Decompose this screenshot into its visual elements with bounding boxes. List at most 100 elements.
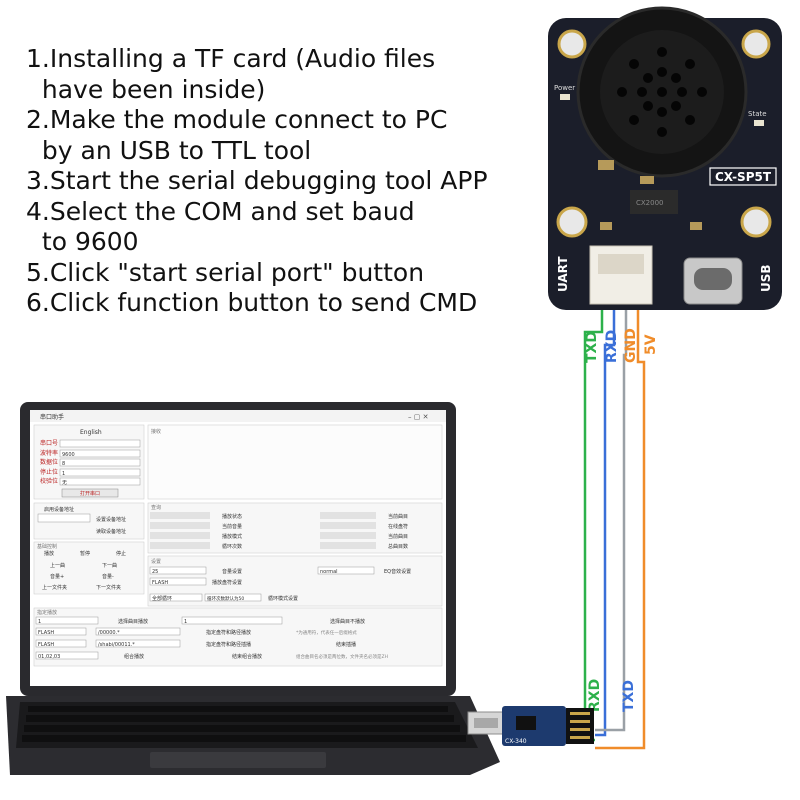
specified-value: 1 bbox=[184, 619, 187, 625]
loop-mode-set-button[interactable]: 循环模式设置 bbox=[268, 595, 298, 602]
power-label: Power bbox=[554, 84, 575, 92]
instruction-list: 1.Installing a TF card (Audio files have… bbox=[26, 44, 546, 319]
instruction-line: have been inside) bbox=[26, 74, 266, 104]
select-track-noplay-button[interactable]: 选择曲目不播放 bbox=[330, 618, 365, 625]
specified-value: 1 bbox=[38, 619, 41, 625]
field-value: 1 bbox=[62, 471, 65, 477]
mounting-hole bbox=[741, 29, 771, 59]
instruction-line: 6.Click function button to send CMD bbox=[26, 288, 478, 317]
field-label: 停止位 bbox=[40, 468, 58, 476]
wire-label: RXD bbox=[604, 330, 620, 363]
volume-up-button[interactable]: 音量+ bbox=[50, 573, 64, 580]
settings-value: 全部循环 bbox=[152, 595, 172, 602]
stop-button[interactable]: 停止 bbox=[116, 550, 126, 557]
mounting-hole bbox=[557, 29, 587, 59]
settings-value: FLASH bbox=[152, 580, 168, 586]
track-noplay-input[interactable] bbox=[181, 616, 283, 625]
read-address-button[interactable]: 读取设备地址 bbox=[96, 528, 126, 535]
field-value: 9600 bbox=[62, 452, 75, 458]
settings-group-label: 设置 bbox=[151, 558, 161, 565]
serial-tool-app: 串口助手 – ▢ ✕ English 串口号 波特率 9600 数据位 8 停止… bbox=[30, 410, 446, 667]
end-combo-button[interactable]: 结束组合播放 bbox=[232, 653, 262, 660]
prev-track-button[interactable]: 上一曲 bbox=[50, 562, 65, 569]
query-button[interactable]: 当前曲目 bbox=[388, 513, 408, 520]
query-button[interactable]: 总曲目数 bbox=[388, 543, 408, 550]
wildcard-note: *为通用符，代表任一后缀格式 bbox=[296, 629, 357, 636]
speaker-module: Power State CX-SP5T CX2000 UART USB bbox=[548, 6, 782, 310]
baud-select[interactable] bbox=[59, 449, 141, 458]
wire-label: TXD bbox=[584, 331, 600, 363]
next-folder-button[interactable]: 下一文件夹 bbox=[96, 584, 121, 591]
mounting-hole bbox=[556, 206, 588, 238]
app-title: 串口助手 bbox=[40, 413, 64, 421]
open-port-button-label: 打开串口 bbox=[80, 490, 100, 497]
play-button[interactable]: 播放 bbox=[44, 550, 54, 557]
query-button[interactable]: 播放模式 bbox=[222, 533, 242, 540]
parity-select[interactable] bbox=[59, 477, 141, 486]
pause-button[interactable]: 暂停 bbox=[80, 550, 90, 557]
instruction-line: by an USB to TTL tool bbox=[26, 135, 312, 165]
query-button[interactable]: 在线盘符 bbox=[388, 523, 408, 530]
wire-labels-module: TXD RXD GND 5V bbox=[584, 328, 659, 363]
serial-port-select[interactable] bbox=[59, 439, 141, 448]
set-address-button[interactable]: 设置设备地址 bbox=[96, 516, 126, 523]
state-label: State bbox=[748, 110, 767, 118]
instruction-line: 4.Select the COM and set baud bbox=[26, 196, 415, 226]
query-button[interactable]: 当前曲目 bbox=[388, 533, 408, 540]
insert-path-input[interactable] bbox=[95, 639, 181, 648]
field-value: 8 bbox=[62, 461, 65, 467]
path-drive-select[interactable] bbox=[35, 627, 87, 636]
next-track-button[interactable]: 下一曲 bbox=[102, 562, 117, 569]
wire-label: GND bbox=[623, 328, 639, 363]
query-group-label: 查询 bbox=[151, 504, 161, 511]
end-insert-button[interactable]: 结束插播 bbox=[336, 641, 356, 648]
device-address-input[interactable] bbox=[37, 513, 91, 523]
field-label: 串口号 bbox=[40, 439, 58, 447]
query-button[interactable]: 循环次数 bbox=[222, 543, 242, 550]
component bbox=[690, 222, 702, 230]
specified-value: /shabi/00011.* bbox=[98, 642, 135, 648]
volume-down-button[interactable]: 音量- bbox=[102, 573, 114, 580]
usb-ttl-adapter: CX-340 bbox=[467, 706, 594, 746]
eq-select[interactable] bbox=[317, 566, 375, 575]
track-input[interactable] bbox=[35, 616, 99, 625]
device-address-label: 启用设备地址 bbox=[44, 506, 74, 513]
field-value: 无 bbox=[62, 480, 67, 486]
receive-label: 接收 bbox=[151, 428, 161, 435]
app-titlebar bbox=[30, 410, 446, 422]
open-port-button[interactable] bbox=[61, 488, 119, 498]
combo-input[interactable] bbox=[35, 651, 99, 660]
adapter-label: CX-340 bbox=[505, 738, 527, 745]
model-label-box bbox=[709, 167, 777, 186]
eq-set-button[interactable]: EQ音效设置 bbox=[384, 568, 411, 575]
path-input[interactable] bbox=[95, 627, 181, 636]
insert-drive-select[interactable] bbox=[35, 639, 87, 648]
loop-count-input[interactable] bbox=[204, 593, 262, 602]
specified-value: /00000.* bbox=[98, 630, 120, 636]
volume-set-button[interactable]: 音量设置 bbox=[222, 568, 242, 575]
receive-area[interactable] bbox=[147, 424, 443, 500]
prev-folder-button[interactable]: 上一文件夹 bbox=[42, 584, 67, 591]
query-button[interactable]: 当前音量 bbox=[222, 523, 242, 530]
adapter-chip bbox=[516, 716, 536, 730]
component bbox=[600, 222, 612, 230]
combo-play-button[interactable]: 组合播放 bbox=[124, 653, 144, 660]
stopbits-select[interactable] bbox=[59, 468, 141, 477]
path-insert-button[interactable]: 指定盘符和路径插播 bbox=[206, 641, 251, 648]
drive-select[interactable] bbox=[149, 577, 207, 586]
loop-count-hint: 循环次数默认为50 bbox=[207, 595, 244, 602]
mounting-hole bbox=[740, 206, 772, 238]
databits-select[interactable] bbox=[59, 458, 141, 467]
path-play-button[interactable]: 指定盘符和路径播放 bbox=[206, 629, 251, 636]
select-track-play-button[interactable]: 选择曲目播放 bbox=[118, 618, 148, 625]
keyboard-keys bbox=[22, 706, 466, 742]
drive-set-button[interactable]: 播放盘符设置 bbox=[212, 579, 242, 586]
volume-input[interactable] bbox=[149, 566, 207, 575]
instruction-line: 1.Installing a TF card (Audio files bbox=[26, 44, 436, 73]
chip-text: CX2000 bbox=[636, 199, 664, 207]
loop-mode-select[interactable] bbox=[149, 593, 203, 602]
instruction-line: to 9600 bbox=[26, 227, 139, 256]
specified-value: FLASH bbox=[38, 642, 54, 648]
query-button[interactable]: 播放状态 bbox=[222, 513, 242, 520]
